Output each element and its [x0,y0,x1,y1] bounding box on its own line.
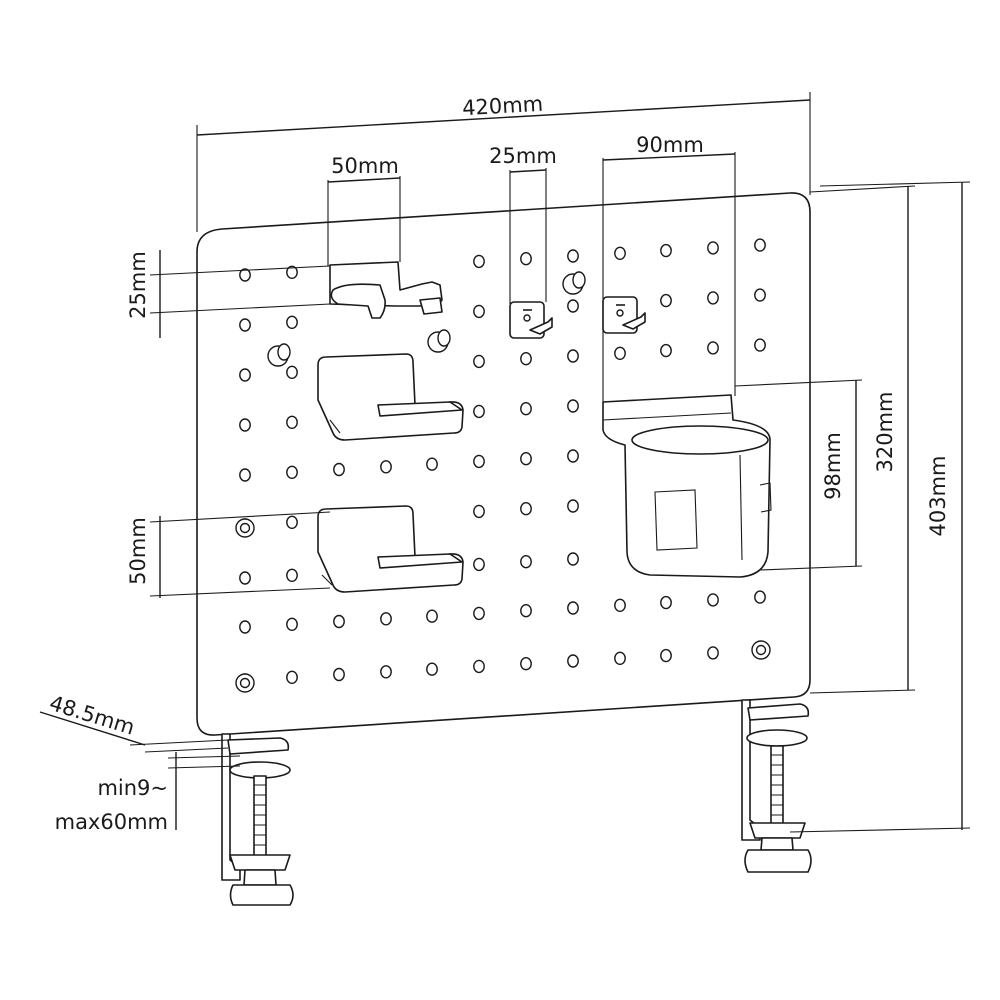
peg-hole [380,665,392,679]
peg-hole [286,670,298,684]
peg-hole [473,304,485,319]
peg-hole [567,552,579,566]
peg-hole [567,449,579,463]
peg-hole [660,595,672,610]
peg-hole [520,502,532,516]
label-board-height: 320mm [873,392,897,473]
label-clamp-depth: 48.5mm [47,691,138,740]
peg-pin [267,343,291,367]
peg-hole [239,418,251,432]
peg-hole [239,571,251,585]
headphone-hook-holder [329,261,443,319]
peg-hole [239,368,251,382]
peg-hole [426,662,438,676]
peg-pin [562,271,586,295]
peg-hole [707,341,719,355]
peg-hole [286,617,298,631]
peg-hole [239,620,251,634]
dimension-lines [39,92,971,833]
peg-hole [473,504,485,519]
peg-hole [614,598,626,612]
peg-hole [660,343,672,358]
small-hook-left [509,301,553,339]
peg-hole [614,346,626,360]
peg-hole [567,499,579,513]
peg-hole [333,462,345,477]
peg-hole [567,399,579,413]
peg-hole [660,293,672,308]
peg-hole [660,243,672,258]
screw [235,673,255,693]
peg-hole [614,246,626,261]
peg-hole [239,268,251,282]
label-hook-holder-height: 25mm [126,251,150,319]
peg-hole [239,468,251,482]
peg-hole [520,452,532,466]
mounting-screws [235,518,771,693]
peg-hole [707,593,719,607]
peg-hole [473,606,485,621]
clamp-left [221,733,294,906]
peg-hole [286,265,298,279]
peg-hole [473,404,485,419]
peg-hole [286,415,298,429]
peg-hole [707,291,719,305]
peg-hole [380,460,392,474]
peg-hole [239,318,251,332]
peg-hole [473,659,485,674]
clamp-right [741,699,812,873]
peg-hole [567,299,579,313]
peg-hole [660,648,672,663]
peg-hole [286,568,298,582]
peg-hole [520,657,532,671]
upper-shelf [317,353,464,441]
label-clamp-range-max: max60mm [55,810,168,834]
peg-hole [520,352,532,366]
peg-hole [286,465,298,479]
peg-hole [567,601,579,615]
peg-hole [333,614,345,629]
peg-pins [267,271,586,367]
label-total-height: 403mm [926,456,950,537]
peg-hole [754,590,766,604]
screw [751,640,771,660]
peg-hole [567,654,579,668]
label-shelf-height: 50mm [126,517,150,585]
peg-hole [286,315,298,329]
label-cup-holder-width: 90mm [636,133,704,157]
peg-hole [333,667,345,682]
screw [235,518,255,538]
label-hook-width: 25mm [489,144,557,168]
peg-hole [567,249,579,263]
peg-hole [473,354,485,369]
peg-hole [473,557,485,572]
label-clamp-range-min: min9~ [97,776,168,800]
peg-hole [707,646,719,660]
peg-hole [286,515,298,529]
cup-holder [602,394,772,578]
peg-hole [520,402,532,416]
peg-hole [567,349,579,363]
peg-hole [520,555,532,569]
peg-hole [754,338,766,352]
peg-hole [754,238,766,252]
peg-hole [754,288,766,302]
label-cup-holder-height: 98mm [821,432,845,500]
peg-hole [520,604,532,618]
peg-hole [426,609,438,623]
peg-hole [380,612,392,626]
peg-hole [426,457,438,471]
peg-hole [614,651,626,665]
pegboard-panel [196,192,811,736]
peg-hole [520,252,532,266]
label-width-total: 420mm [461,92,543,121]
peg-hole [473,254,485,269]
lower-shelf [317,505,464,593]
peg-pin [427,329,451,353]
label-hook-holder-width: 50mm [331,154,399,178]
peg-hole [473,454,485,469]
peg-hole [286,365,298,379]
peg-hole [707,241,719,255]
